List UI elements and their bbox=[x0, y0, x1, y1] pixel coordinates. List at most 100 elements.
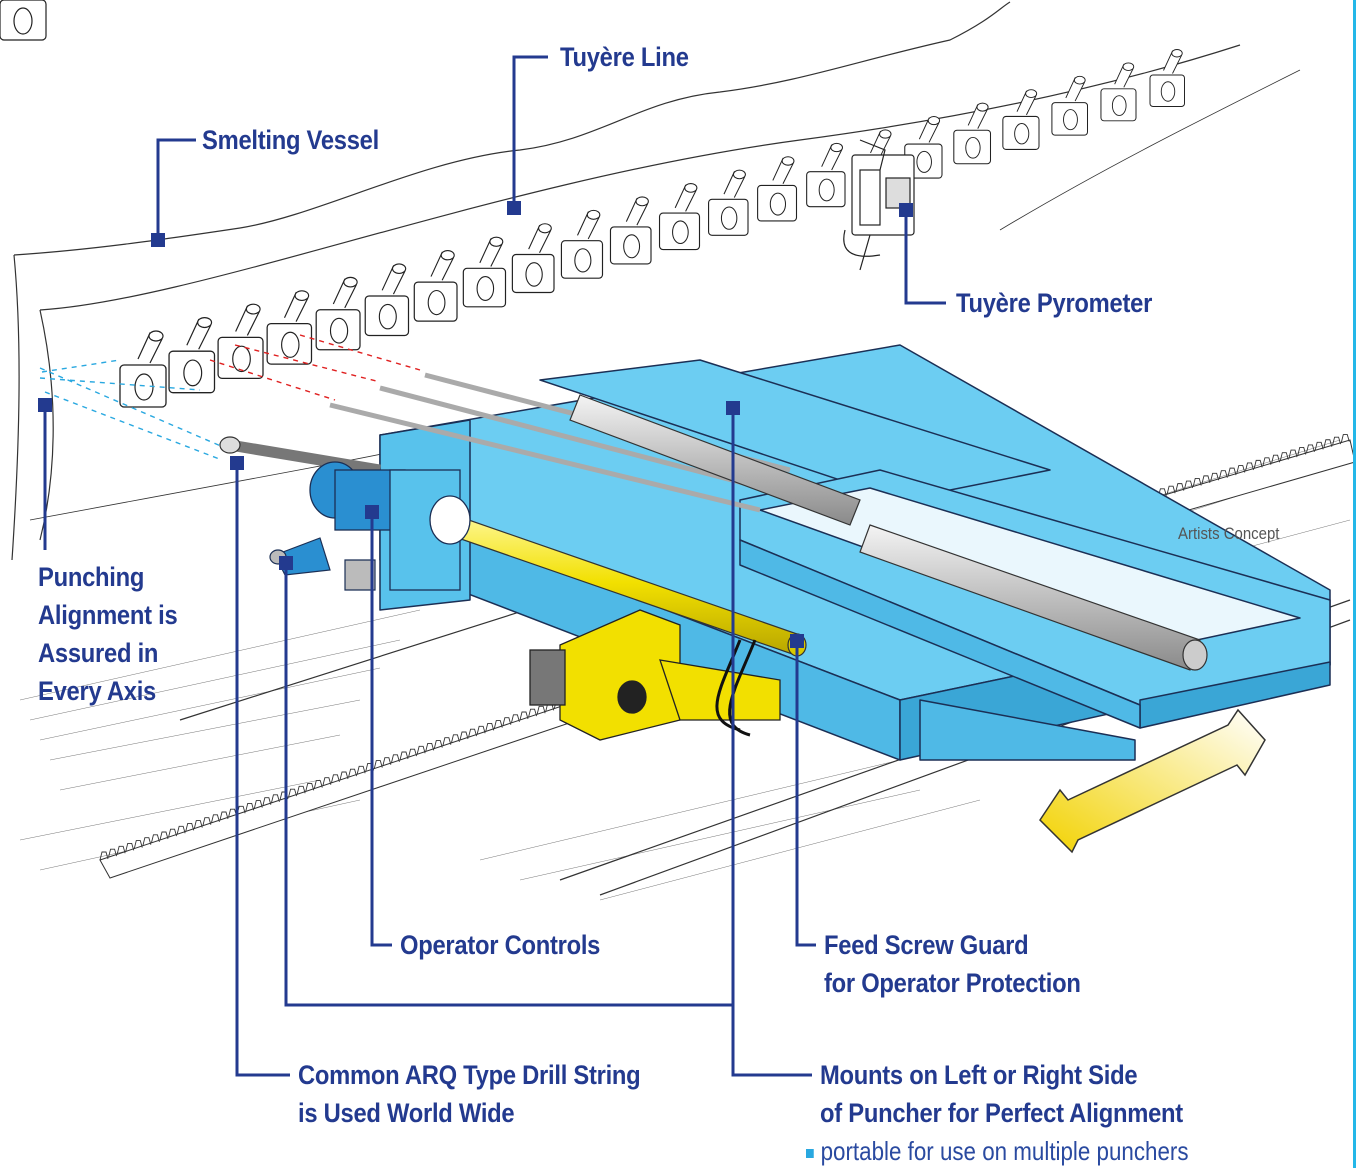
tuyere-blocks bbox=[0, 0, 47, 41]
rack-tooth bbox=[330, 774, 340, 783]
rack-tooth bbox=[313, 780, 323, 789]
rack-tooth bbox=[168, 828, 178, 838]
drill-string-label: Common ARQ Type Drill String is Used Wor… bbox=[298, 1056, 641, 1132]
tuyere-pyrometer-drawing bbox=[843, 139, 915, 271]
mounts-line-2: of Puncher for Perfect Alignment bbox=[820, 1098, 1183, 1128]
tuyere bbox=[364, 263, 410, 337]
rack-tooth bbox=[339, 771, 349, 781]
rack-tooth bbox=[305, 782, 315, 792]
tuyere bbox=[119, 330, 167, 408]
rack-tooth bbox=[253, 800, 263, 809]
smelting-vessel-label: Smelting Vessel bbox=[202, 125, 379, 155]
rack-tooth bbox=[202, 817, 212, 826]
rack-tooth bbox=[1279, 452, 1289, 461]
mounts-line-1: Mounts on Left or Right Side bbox=[820, 1060, 1138, 1090]
tuyere bbox=[609, 196, 652, 265]
tuyere-line-label: Tuyère Line bbox=[560, 42, 689, 72]
punching-alignment-line-4: Every Axis bbox=[38, 676, 157, 706]
tuyere bbox=[266, 290, 313, 365]
mounts-label: Mounts on Left or Right Side of Puncher … bbox=[820, 1056, 1183, 1132]
rack-tooth bbox=[1332, 436, 1342, 446]
tuyere bbox=[953, 102, 992, 165]
rack-tooth bbox=[485, 722, 495, 732]
leader-lines bbox=[43, 55, 946, 1077]
rack-tooth bbox=[1192, 478, 1202, 487]
rack-tooth bbox=[270, 794, 280, 803]
rack-tooth bbox=[1253, 459, 1263, 469]
rack-tooth bbox=[193, 820, 203, 829]
tuyere bbox=[1149, 49, 1185, 107]
tuyere-line-drawing bbox=[119, 49, 1185, 408]
tuyere bbox=[1002, 89, 1040, 150]
tuyere bbox=[462, 236, 507, 308]
rack-tooth bbox=[245, 802, 255, 812]
rack-tooth bbox=[373, 760, 383, 769]
rack-tooth bbox=[1218, 470, 1228, 479]
rack-tooth bbox=[1166, 485, 1176, 495]
travel-direction-arrow bbox=[1039, 708, 1266, 854]
rack-tooth bbox=[1245, 462, 1254, 472]
rack-tooth bbox=[1306, 444, 1315, 454]
rack-tooth bbox=[356, 765, 366, 775]
rack-tooth bbox=[262, 797, 272, 806]
rack-tooth bbox=[288, 788, 298, 798]
rack-tooth bbox=[1314, 441, 1324, 451]
rack-tooth bbox=[468, 728, 478, 738]
rack-tooth bbox=[1184, 480, 1193, 490]
tuyere bbox=[413, 250, 458, 322]
rack-tooth bbox=[1323, 439, 1333, 448]
rack-teeth bbox=[99, 434, 1350, 861]
tuyere bbox=[217, 303, 264, 380]
rack-tooth bbox=[219, 811, 229, 821]
rack-tooth bbox=[1271, 454, 1281, 464]
drill-head-drawing bbox=[309, 461, 471, 591]
feed-screw-guard-label: Feed Screw Guard for Operator Protection bbox=[824, 926, 1081, 1002]
rack-tooth bbox=[1175, 483, 1185, 492]
rack-tooth bbox=[142, 837, 152, 846]
rack-tooth bbox=[296, 785, 306, 795]
tuyere bbox=[511, 223, 555, 294]
rack-tooth bbox=[1236, 465, 1246, 474]
rack-tooth bbox=[519, 711, 529, 721]
tuyere bbox=[658, 183, 701, 251]
tuyere bbox=[1051, 75, 1089, 136]
rack-tooth bbox=[433, 740, 443, 749]
rack-tooth bbox=[442, 737, 452, 746]
punching-alignment-line-2: Alignment is bbox=[38, 600, 178, 630]
rack-tooth bbox=[176, 825, 186, 835]
rack-tooth bbox=[108, 848, 118, 858]
rack-tooth bbox=[493, 720, 503, 729]
punching-alignment-line-3: Assured in bbox=[38, 638, 159, 668]
rack-tooth bbox=[1297, 447, 1307, 456]
tuyere-pyrometer-label: Tuyère Pyrometer bbox=[956, 288, 1153, 318]
rack-tooth bbox=[476, 725, 486, 735]
rack-tooth bbox=[425, 742, 435, 752]
tuyere bbox=[560, 209, 604, 279]
rack-tooth bbox=[390, 754, 400, 763]
rack-tooth bbox=[1262, 457, 1272, 466]
feed-screw-guard-line-1: Feed Screw Guard bbox=[824, 930, 1029, 960]
tuyere bbox=[708, 169, 749, 236]
rack-tooth bbox=[528, 708, 538, 718]
rack-tooth bbox=[322, 777, 332, 786]
bullet-marker-icon bbox=[806, 1148, 814, 1158]
rack-tooth bbox=[1227, 467, 1237, 477]
rack-tooth bbox=[159, 831, 169, 841]
tuyere bbox=[1100, 62, 1137, 122]
rack-tooth bbox=[510, 714, 520, 723]
tuyere bbox=[806, 142, 846, 208]
tuyere bbox=[168, 317, 216, 394]
rack-tooth bbox=[99, 851, 109, 861]
punching-alignment-label: Punching Alignment is Assured in Every A… bbox=[38, 558, 178, 710]
rack-tooth bbox=[1210, 472, 1220, 482]
rack-tooth bbox=[348, 768, 358, 778]
artists-concept-caption: Artists Concept bbox=[1178, 524, 1280, 543]
rack-tooth bbox=[133, 840, 143, 849]
rack-tooth bbox=[210, 814, 220, 823]
right-edge-bar bbox=[1353, 0, 1356, 1168]
operator-controls-label: Operator Controls bbox=[400, 930, 601, 960]
rack-tooth bbox=[502, 717, 512, 726]
rack-tooth bbox=[116, 845, 126, 855]
